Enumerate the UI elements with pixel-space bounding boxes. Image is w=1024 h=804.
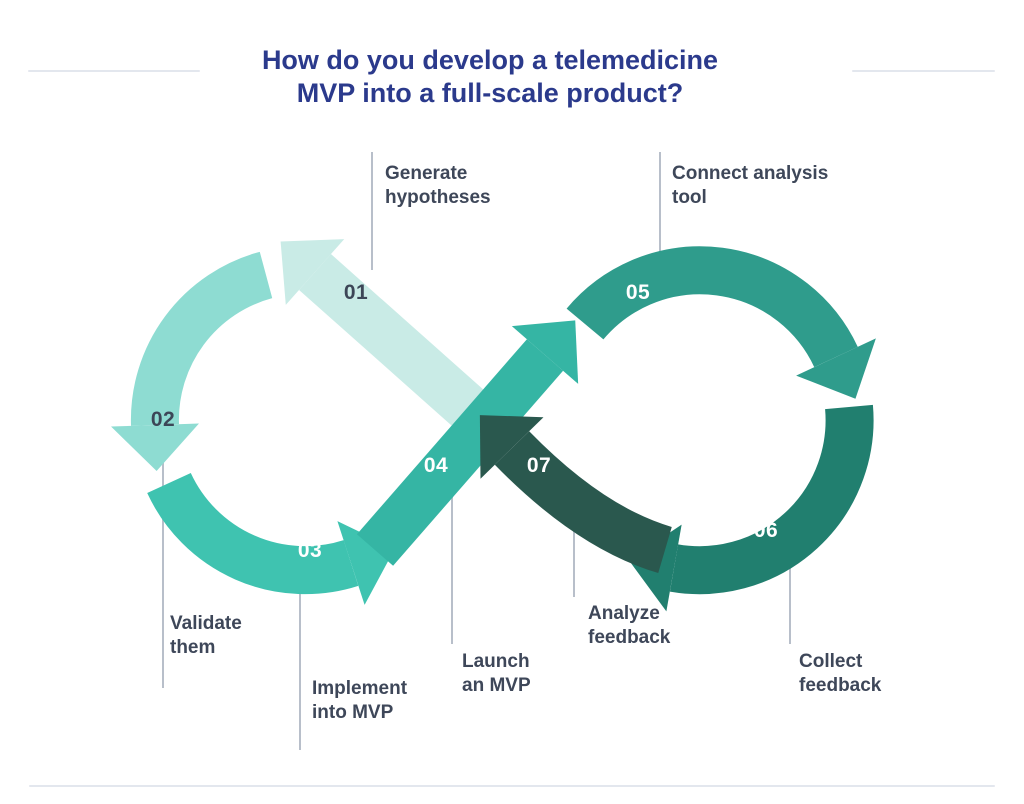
arrow-body-04	[356, 339, 564, 566]
step-label-generate-hypotheses: Generate hypotheses	[385, 162, 491, 210]
label-line: feedback	[588, 627, 671, 648]
arrow-body-06	[669, 404, 874, 595]
arrow-body-01	[299, 254, 511, 450]
step-label-launch-an-mvp: Launch an MVP	[462, 650, 531, 698]
label-line: an MVP	[462, 675, 531, 696]
arrow-head-02	[111, 423, 199, 471]
label-line: into MVP	[312, 702, 394, 723]
label-line: Generate	[385, 163, 468, 184]
decorative-line-top-right	[852, 70, 995, 72]
arrow-body-05	[566, 246, 858, 368]
step-number-02: 02	[150, 408, 176, 431]
arrow-body-07	[494, 431, 673, 574]
step-label-implement-into-mvp: Implement into MVP	[312, 677, 407, 725]
decorative-line-bottom	[29, 785, 995, 787]
step-label-connect-analysis-tool: Connect analysis tool	[672, 162, 828, 210]
label-line: Validate	[170, 613, 242, 634]
step-number-01: 01	[343, 281, 369, 304]
decorative-line-top-left	[28, 70, 200, 72]
arrow-head-04	[511, 320, 579, 384]
arrow-body-03	[147, 472, 359, 595]
label-line: Connect analysis	[672, 163, 829, 184]
arrow-head-01	[280, 239, 345, 305]
step-label-validate-them: Validate them	[170, 612, 242, 660]
step-number-07: 07	[526, 454, 552, 477]
label-line: tool	[672, 187, 707, 208]
step-number-06: 06	[753, 519, 779, 542]
arrow-head-07	[479, 415, 544, 479]
step-number-04: 04	[423, 454, 449, 477]
arrow-body-02	[130, 251, 273, 426]
label-line: Analyze	[588, 603, 660, 624]
label-line: Collect	[799, 651, 863, 672]
label-line: them	[170, 637, 216, 658]
label-line: feedback	[799, 675, 882, 696]
step-number-03: 03	[297, 539, 323, 562]
page-title-line-1: How do you develop a telemedicine	[261, 45, 719, 75]
label-line: hypotheses	[385, 187, 491, 208]
page-title-line-2: MVP into a full-scale product?	[296, 77, 684, 108]
arrow-head-05	[796, 338, 876, 399]
label-line: Launch	[462, 651, 530, 672]
step-label-analyze-feedback: Analyze feedback	[588, 602, 670, 650]
step-number-05: 05	[625, 281, 651, 304]
step-label-collect-feedback: Collect feedback	[799, 650, 881, 698]
label-line: Implement	[312, 678, 408, 699]
